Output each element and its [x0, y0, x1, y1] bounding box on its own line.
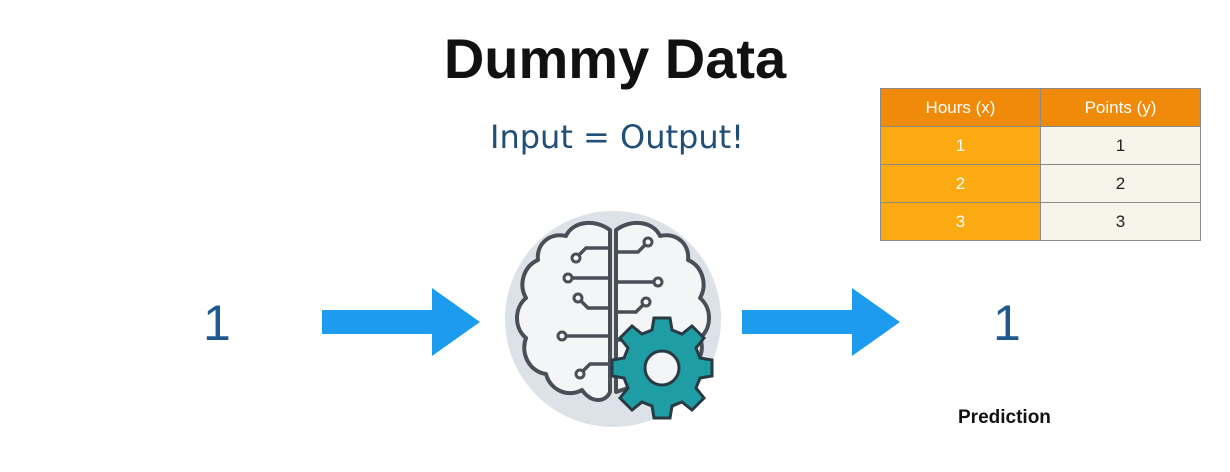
data-table: Hours (x) Points (y) 1 1 2 2 3 3 — [880, 88, 1201, 241]
column-header-points: Points (y) — [1040, 88, 1201, 127]
table-row: 2 2 — [880, 164, 1201, 203]
table-header-row: Hours (x) Points (y) — [880, 88, 1201, 127]
table-row: 3 3 — [880, 202, 1201, 241]
table-cell-points: 1 — [1040, 126, 1201, 165]
table-cell-points: 3 — [1040, 202, 1201, 241]
table-cell-points: 2 — [1040, 164, 1201, 203]
column-header-hours: Hours (x) — [880, 88, 1041, 127]
prediction-label: Prediction — [958, 407, 1051, 428]
slide-subtitle: Input = Output! — [490, 118, 744, 156]
right-arrow-icon — [322, 288, 480, 356]
input-value: 1 — [203, 295, 231, 351]
brain-icon — [505, 211, 721, 427]
slide-title: Dummy Data — [443, 27, 787, 90]
output-value: 1 — [993, 295, 1021, 351]
table-cell-hours: 1 — [880, 126, 1041, 165]
table-cell-hours: 2 — [880, 164, 1041, 203]
gear-icon — [610, 316, 714, 420]
table-row: 1 1 — [880, 126, 1201, 165]
right-arrow-icon — [742, 288, 900, 356]
table-cell-hours: 3 — [880, 202, 1041, 241]
